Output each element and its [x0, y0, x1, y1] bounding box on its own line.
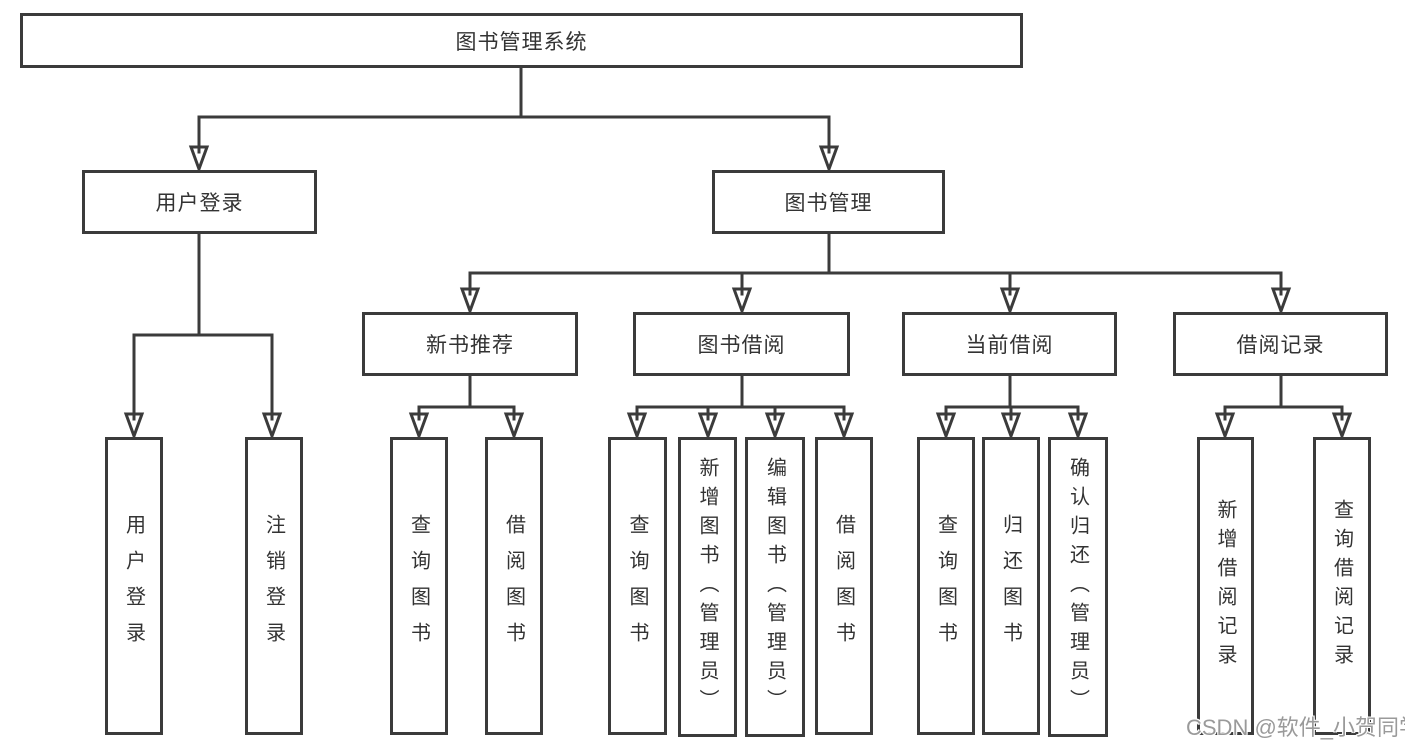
leaf-edit-books-admin: 编辑图书（管理员）: [745, 437, 805, 737]
connector-new-book-children: [409, 375, 524, 438]
leaf-label: 注销登录: [262, 514, 285, 658]
leaf-logout: 注销登录: [245, 437, 303, 735]
leaf-label: 查询图书: [407, 514, 430, 658]
leaf-borrow-books-recommend: 借阅图书: [485, 437, 543, 735]
connector-root-to-level2: [189, 66, 839, 171]
node-label: 图书管理: [784, 192, 873, 215]
node-user-login: 用户登录: [82, 170, 317, 234]
connector-book-management-to-level3: [460, 232, 1291, 313]
leaf-label: 用户登录: [122, 514, 145, 658]
leaf-query-books-borrow: 查询图书: [608, 437, 667, 735]
leaf-borrow-books: 借阅图书: [815, 437, 873, 735]
node-library-management-system: 图书管理系统: [20, 13, 1023, 68]
connector-current-borrow-children: [936, 375, 1088, 438]
leaf-label: 借阅图书: [832, 514, 855, 658]
leaf-label: 查询图书: [934, 514, 957, 658]
csdn-watermark: CSDN @软件_小贺同学: [1186, 715, 1405, 740]
node-current-borrowing: 当前借阅: [902, 312, 1117, 376]
leaf-query-books-recommend: 查询图书: [390, 437, 448, 735]
connector-book-borrow-children: [627, 375, 854, 438]
node-borrowing-records: 借阅记录: [1173, 312, 1388, 376]
node-label: 图书管理系统: [455, 30, 588, 54]
leaf-label: 归还图书: [999, 514, 1022, 658]
leaf-add-borrow-record: 新增借阅记录: [1197, 437, 1254, 735]
leaf-query-books-current: 查询图书: [917, 437, 975, 735]
leaf-label: 查询借阅记录: [1330, 499, 1353, 673]
leaf-return-books: 归还图书: [982, 437, 1040, 735]
node-book-management: 图书管理: [712, 170, 945, 234]
leaf-label: 借阅图书: [502, 514, 525, 658]
node-label: 当前借阅: [965, 334, 1054, 357]
node-label: 用户登录: [155, 192, 244, 215]
leaf-label: 确认归还（管理员）: [1066, 456, 1089, 718]
node-label: 新书推荐: [426, 334, 514, 357]
leaf-user-login: 用户登录: [105, 437, 163, 735]
leaf-label: 编辑图书（管理员）: [763, 456, 786, 718]
node-new-book-recommendation: 新书推荐: [362, 312, 578, 376]
node-label: 图书借阅: [697, 334, 786, 357]
connector-user-login-children: [124, 231, 282, 438]
leaf-label: 查询图书: [626, 514, 648, 658]
node-label: 借阅记录: [1236, 334, 1325, 357]
leaf-label: 新增借阅记录: [1214, 499, 1236, 673]
leaf-add-books-admin: 新增图书（管理员）: [678, 437, 737, 737]
leaf-confirm-return-admin: 确认归还（管理员）: [1048, 437, 1108, 737]
leaf-query-borrow-record: 查询借阅记录: [1313, 437, 1371, 735]
node-book-borrowing: 图书借阅: [633, 312, 850, 376]
connector-borrow-records-children: [1215, 375, 1352, 438]
leaf-label: 新增图书（管理员）: [696, 456, 718, 718]
